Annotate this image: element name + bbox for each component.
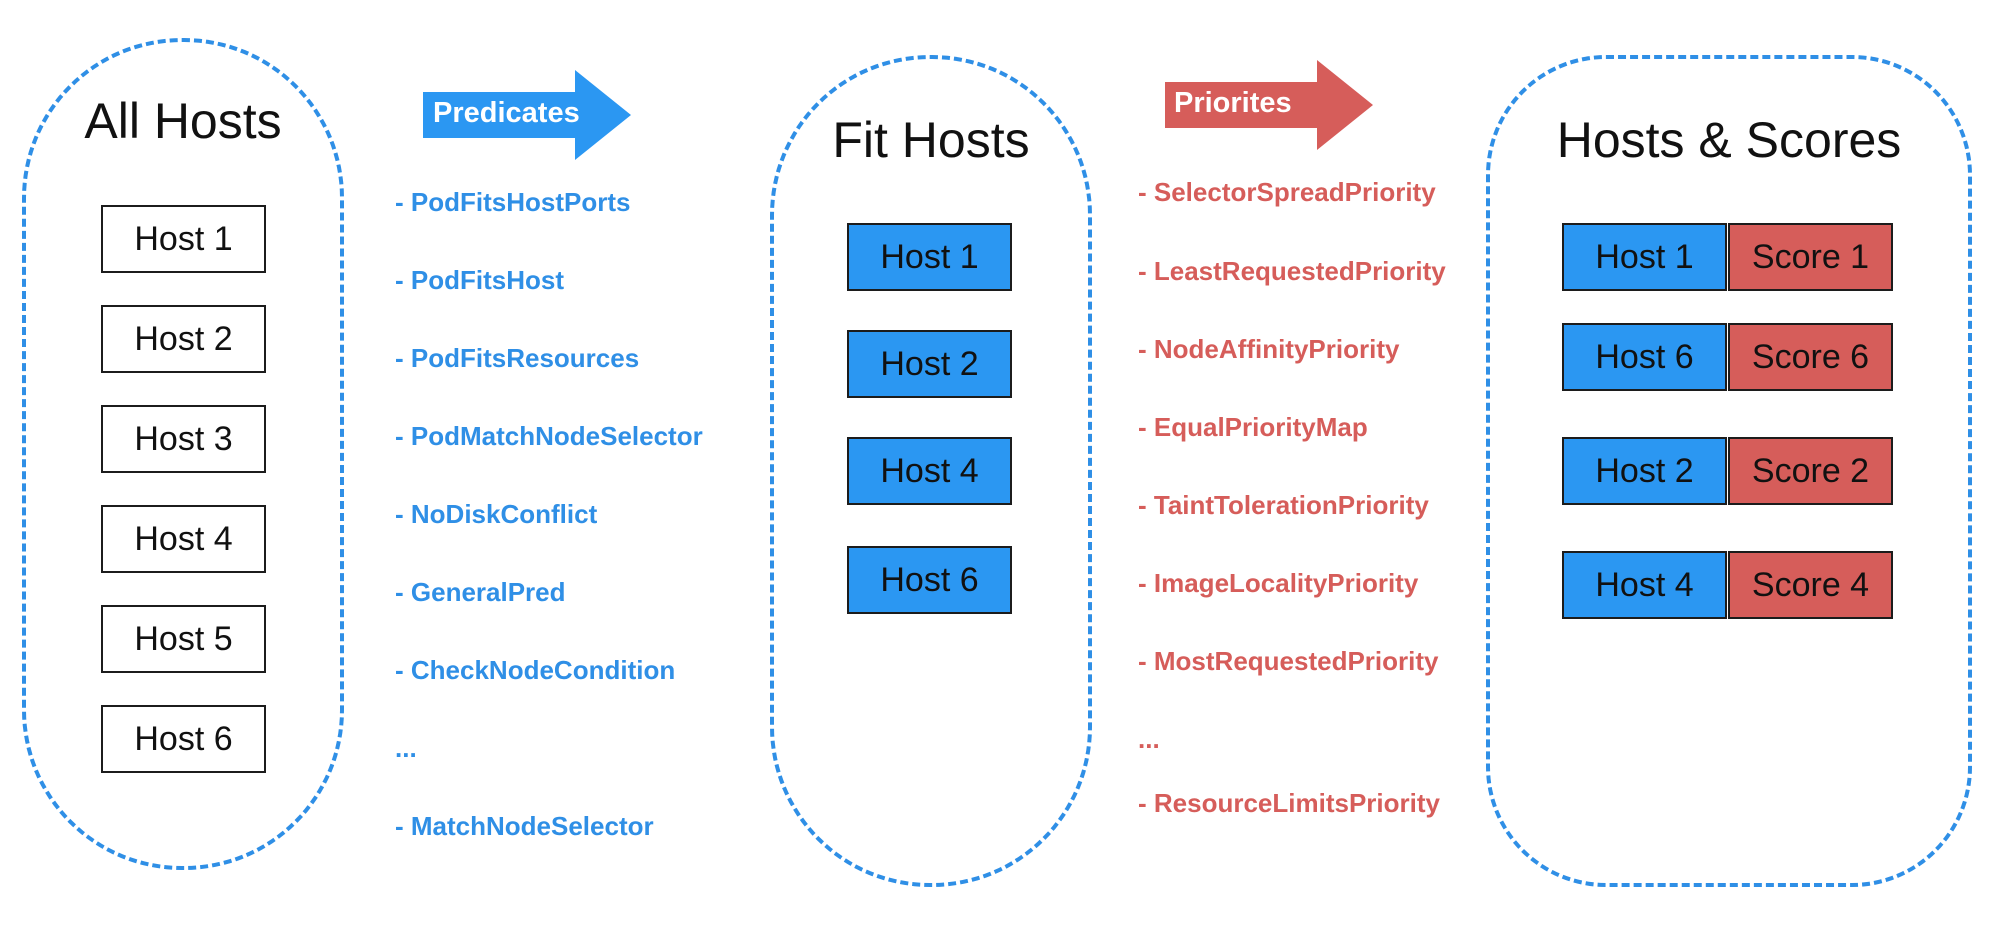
predicate-item: - NoDiskConflict <box>395 499 598 529</box>
predicate-item: - MatchNodeSelector <box>395 811 654 841</box>
hosts-scores-title: Hosts & Scores <box>1556 112 1902 168</box>
all-host-box: Host 5 <box>101 605 266 673</box>
priority-item: - EqualPriorityMap <box>1138 412 1368 442</box>
fit-host-box: Host 6 <box>847 546 1012 614</box>
predicate-item: - PodMatchNodeSelector <box>395 421 703 451</box>
priority-item: - LeastRequestedPriority <box>1138 256 1446 286</box>
scored-host-box: Host 6 <box>1562 323 1727 391</box>
predicate-item: ... <box>395 733 417 763</box>
predicate-item: - GeneralPred <box>395 577 566 607</box>
fit-host-box: Host 1 <box>847 223 1012 291</box>
priority-item: - ImageLocalityPriority <box>1138 568 1419 598</box>
hosts-scores-group: Hosts & Scores <box>1486 55 1972 887</box>
predicate-item: - PodFitsHostPorts <box>395 187 631 217</box>
predicates-arrow: Predicates <box>423 70 631 160</box>
scored-host-box: Host 2 <box>1562 437 1727 505</box>
priority-item: ... <box>1138 724 1160 754</box>
predicate-item: - PodFitsResources <box>395 343 640 373</box>
all-hosts-group: All Hosts <box>22 38 344 870</box>
priority-item: - NodeAffinityPriority <box>1138 334 1400 364</box>
all-host-box: Host 2 <box>101 305 266 373</box>
predicates-arrow-label: Predicates <box>433 97 580 129</box>
scored-host-box: Host 1 <box>1562 223 1727 291</box>
score-box: Score 4 <box>1728 551 1893 619</box>
score-box: Score 1 <box>1728 223 1893 291</box>
all-host-box: Host 1 <box>101 205 266 273</box>
all-host-box: Host 4 <box>101 505 266 573</box>
priority-item: - TaintTolerationPriority <box>1138 490 1429 520</box>
all-host-box: Host 3 <box>101 405 266 473</box>
predicate-item: - CheckNodeCondition <box>395 655 676 685</box>
priority-item: - ResourceLimitsPriority <box>1138 788 1440 818</box>
fit-host-box: Host 2 <box>847 330 1012 398</box>
fit-hosts-group: Fit Hosts <box>770 55 1092 887</box>
score-box: Score 2 <box>1728 437 1893 505</box>
all-host-box: Host 6 <box>101 705 266 773</box>
all-hosts-title: All Hosts <box>84 93 282 149</box>
priorities-arrow-shape <box>1165 60 1373 150</box>
priority-item: - SelectorSpreadPriority <box>1138 177 1436 207</box>
fit-host-box: Host 4 <box>847 437 1012 505</box>
priorities-arrow: Priorites <box>1165 60 1373 150</box>
priority-item: - MostRequestedPriority <box>1138 646 1439 676</box>
score-box: Score 6 <box>1728 323 1893 391</box>
predicate-item: - PodFitsHost <box>395 265 564 295</box>
priorities-arrow-label: Priorites <box>1174 87 1292 119</box>
fit-hosts-title: Fit Hosts <box>832 112 1030 168</box>
predicates-arrow-shape <box>423 70 631 160</box>
scored-host-box: Host 4 <box>1562 551 1727 619</box>
